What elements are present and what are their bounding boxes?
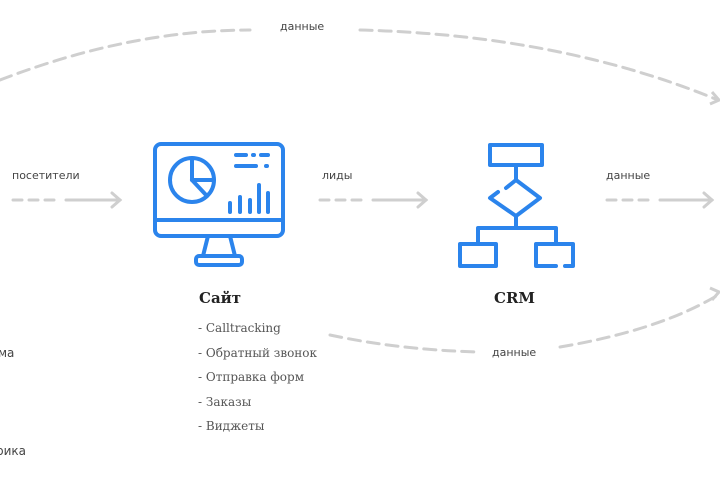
site-feature-item: - Заказы bbox=[198, 394, 252, 409]
monitor-analytics-icon bbox=[153, 142, 285, 267]
bottom-data-label: данные bbox=[492, 346, 537, 359]
bottom-data-arc-right bbox=[558, 293, 720, 349]
left-partial-label: рика bbox=[0, 444, 27, 458]
site-title: Сайт bbox=[199, 289, 242, 307]
right-data-label: данные bbox=[606, 169, 651, 182]
top-data-arc-right bbox=[358, 28, 720, 102]
visitors-label: посетители bbox=[12, 169, 80, 182]
flowchart-icon bbox=[458, 143, 575, 268]
left-partial-label: ма bbox=[0, 346, 15, 360]
top-data-arc bbox=[0, 28, 252, 82]
top-arc-arrowhead bbox=[709, 91, 720, 106]
site-feature-list: - Calltracking - Обратный звонок - Отпра… bbox=[198, 316, 317, 439]
top-data-label: данные bbox=[280, 20, 325, 33]
site-feature-item: - Обратный звонок bbox=[198, 345, 318, 360]
bottom-data-arc-left bbox=[328, 333, 482, 354]
leads-label: лиды bbox=[322, 169, 353, 182]
site-feature-item: - Виджеты bbox=[198, 419, 265, 433]
data-arrow bbox=[605, 191, 715, 209]
crm-title: CRM bbox=[494, 289, 536, 307]
bottom-arc-arrowhead bbox=[709, 286, 720, 301]
visitors-arrow bbox=[11, 191, 123, 209]
site-feature-item: - Calltracking bbox=[198, 321, 281, 335]
site-feature-item: - Отправка форм bbox=[198, 370, 305, 384]
leads-arrow bbox=[318, 191, 429, 209]
